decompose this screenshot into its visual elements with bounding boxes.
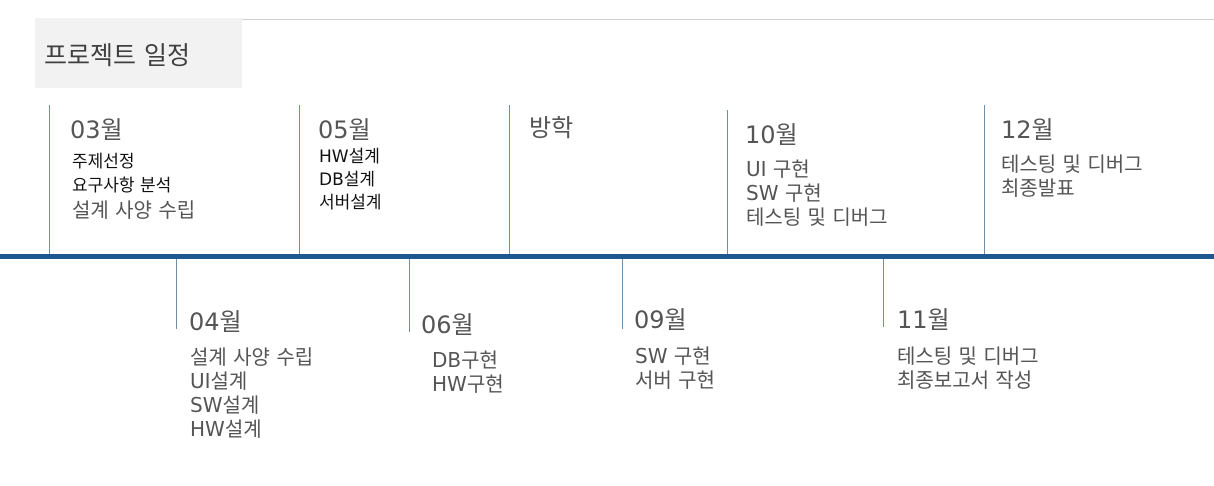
task-item: 주제선정 [72,152,135,172]
task-item: 최종보고서 작성 [897,368,1033,392]
task-item: 설계 사양 수립 [190,345,314,369]
tick-06 [409,259,410,332]
month-label-04: 04월 [189,308,242,336]
task-list-04: 설계 사양 수립 UI설계 SW설계 HW설계 [190,345,313,441]
task-list-09: SW 구현 서버 구현 [635,344,715,392]
task-list-10: UI 구현 SW 구현 테스팅 및 디버그 [746,157,888,229]
page-title: 프로젝트 일정 [44,41,190,70]
task-list-03: 주제선정 요구사항 분석 설계 사양 수립 [72,150,195,222]
task-item: 테스팅 및 디버그 [746,205,888,229]
tick-vacation [509,105,510,254]
task-item: 테스팅 및 디버그 [1001,152,1143,176]
month-label-06: 06월 [421,311,474,339]
task-item: SW 구현 [635,344,711,368]
task-item: UI설계 [190,369,248,393]
month-label-12: 12월 [1001,116,1054,144]
tick-10 [727,110,728,254]
tick-11 [883,259,884,327]
task-item: 서버 구현 [635,368,715,392]
task-item: DB설계 [319,170,376,190]
task-item: 설계 사양 수립 [72,198,196,222]
task-list-12: 테스팅 및 디버그 최종발표 [1001,152,1143,200]
month-label-05: 05월 [318,116,371,144]
task-item: HW설계 [190,417,262,441]
task-item: 요구사항 분석 [72,176,172,196]
task-item: SW설계 [190,393,260,417]
month-label-10: 10월 [745,121,798,149]
month-label-11: 11월 [897,306,950,334]
task-list-05: HW설계 DB설계 서버설계 [319,146,382,215]
title-box: 프로젝트 일정 [35,18,242,88]
timeline-axis [0,254,1214,259]
task-list-06: DB구현 HW구현 [432,348,504,396]
top-divider [242,19,1214,20]
task-item: HW구현 [432,372,504,396]
tick-05 [299,105,300,254]
task-item: 최종발표 [1001,176,1075,200]
tick-09 [622,259,623,329]
task-list-11: 테스팅 및 디버그 최종보고서 작성 [897,344,1039,392]
task-item: 테스팅 및 디버그 [897,344,1039,368]
task-item: UI 구현 [746,157,810,181]
month-label-03: 03월 [70,116,123,144]
task-item: 서버설계 [319,193,382,213]
month-label-09: 09월 [634,306,687,334]
month-label-vacation: 방학 [529,114,574,142]
tick-04 [176,259,177,329]
task-item: DB구현 [432,348,498,372]
task-item: SW 구현 [746,181,822,205]
task-item: HW설계 [319,147,380,167]
tick-12 [984,105,985,254]
tick-03 [49,105,50,254]
